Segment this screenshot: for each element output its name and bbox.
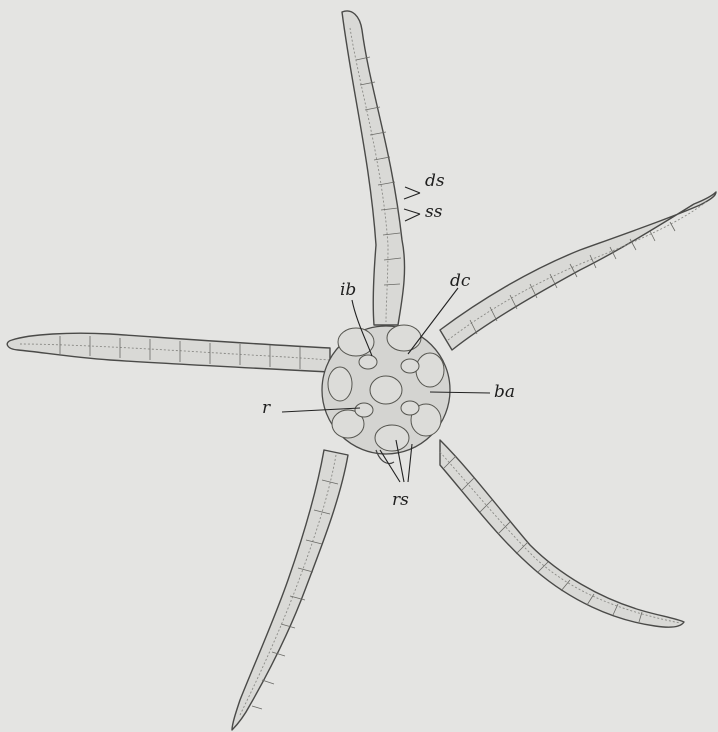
arm-upper-right xyxy=(440,192,716,350)
label-ss: ss xyxy=(425,204,442,221)
arm-lower-left xyxy=(232,450,348,730)
label-ba: ba xyxy=(494,384,515,401)
label-rs: rs xyxy=(392,492,409,509)
label-ds: ds xyxy=(425,173,445,190)
label-r: r xyxy=(262,400,270,417)
leader-ds xyxy=(404,187,420,199)
label-ib: ib xyxy=(340,282,356,299)
arm-lower-right xyxy=(440,440,684,627)
arm-upper xyxy=(342,11,405,325)
leader-ss xyxy=(404,209,420,221)
label-dc: dc xyxy=(450,273,470,290)
arm-left xyxy=(7,333,330,372)
central-disc xyxy=(322,325,450,464)
